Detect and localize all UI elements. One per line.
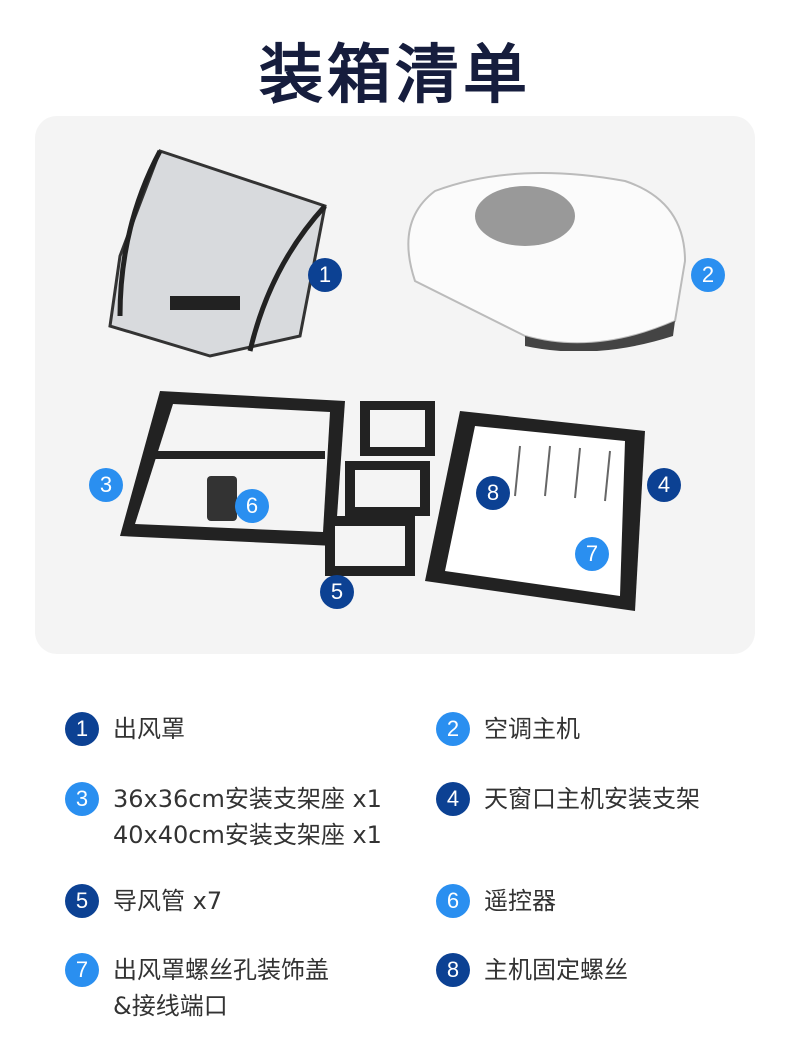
ac-main-unit-image [407,172,687,351]
legend-label: 出风罩螺丝孔装饰盖 [113,956,329,984]
legend-item-6: 6 遥控器 [436,884,556,919]
legend-label: 遥控器 [484,887,556,915]
callout-2: 2 [691,258,725,292]
legend-item-1: 1 出风罩 [65,712,185,747]
callout-1: 1 [308,258,342,292]
legend-badge: 8 [436,953,470,987]
legend-label: 天窗口主机安装支架 [484,785,700,813]
callout-4: 4 [647,468,681,502]
legend-label: 40x40cm安装支架座 x1 [113,821,382,849]
legend-item-3: 3 36x36cm安装支架座 x1 40x40cm安装支架座 x1 [65,782,382,853]
legend-item-5: 5 导风管 x7 [65,884,222,919]
air-ducts-image [325,401,435,576]
legend-badge: 1 [65,712,99,746]
legend-item-2: 2 空调主机 [436,712,580,747]
legend-item-4: 4 天窗口主机安装支架 [436,782,700,817]
callout-5: 5 [320,575,354,609]
callout-8: 8 [476,476,510,510]
callout-7: 7 [575,537,609,571]
legend-label: 出风罩 [113,715,185,743]
callout-6: 6 [235,489,269,523]
legend-label: 导风管 x7 [113,887,223,915]
skylight-bracket-image [425,411,645,611]
legend-badge: 2 [436,712,470,746]
page-title: 装箱清单 [259,39,531,113]
legend-badge: 5 [65,884,99,918]
legend-item-8: 8 主机固定螺丝 [436,953,628,988]
legend-item-7: 7 出风罩螺丝孔装饰盖 &接线端口 [65,953,329,1024]
legend-label: 36x36cm安装支架座 x1 [113,785,382,813]
callout-3: 3 [89,468,123,502]
product-image-panel: 1 2 3 4 5 6 7 8 [35,116,755,654]
legend-badge: 6 [436,884,470,918]
legend-badge: 7 [65,953,99,987]
legend-badge: 4 [436,782,470,816]
air-vent-cover-image [108,149,327,358]
legend-label: 空调主机 [484,715,580,743]
legend-label: &接线端口 [113,992,228,1020]
legend-label: 主机固定螺丝 [484,956,628,984]
legend-badge: 3 [65,782,99,816]
mounting-frames-image [120,391,345,546]
